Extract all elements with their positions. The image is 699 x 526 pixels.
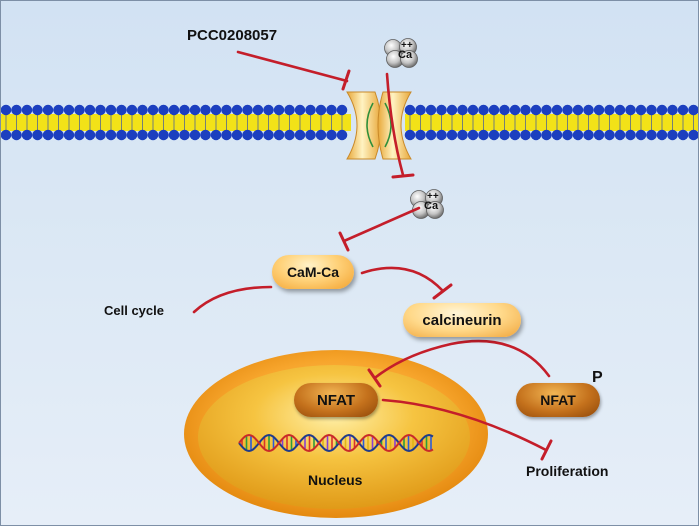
calcium-channel [346, 91, 412, 160]
calcium-flux-line [385, 72, 405, 177]
calcium-to-cam-line [342, 206, 421, 243]
calcium-ion-top-charge: ++ [401, 40, 413, 51]
dna-helix-icon [238, 433, 434, 453]
calcium-ion-mid-label: Ca [424, 200, 439, 212]
cam-to-calcineurin-line [360, 266, 445, 293]
phospho-label: P [592, 369, 603, 386]
calcium-ion-top-label: Ca [398, 49, 413, 61]
cell-membrane [1, 104, 698, 141]
nucleus [184, 350, 488, 518]
calcineurin-node: calcineurin [403, 303, 521, 337]
proliferation-label: Proliferation [526, 463, 609, 479]
cam-to-cell-cycle-line [192, 285, 273, 314]
calcium-ion-mid-charge: ++ [427, 191, 439, 202]
inhibitor-to-channel-bar [341, 69, 351, 91]
nucleus-label: Nucleus [308, 472, 363, 488]
calcineurin-to-nfat-line [374, 339, 551, 379]
inhibitor-label: PCC0208057 [187, 27, 278, 44]
calcium-ion-top [384, 38, 418, 68]
calcium-to-cam-bar [338, 231, 350, 252]
nfat-to-proliferation-line [381, 398, 548, 452]
calcium-flux-bar [391, 173, 415, 179]
nfat-to-proliferation-bar [540, 439, 553, 461]
cam-ca-node: CaM-Ca [272, 255, 354, 289]
nfat-phosphorylated-node: NFAT [516, 383, 600, 417]
calcium-ion-mid [410, 189, 444, 219]
inhibitor-to-channel-line [236, 50, 349, 83]
nfat-nuclear-node: NFAT [294, 383, 378, 417]
cam-to-calcineurin-bar [432, 283, 453, 300]
cell-cycle-label: Cell cycle [104, 303, 164, 318]
calcineurin-to-nfat-bar [367, 368, 382, 388]
